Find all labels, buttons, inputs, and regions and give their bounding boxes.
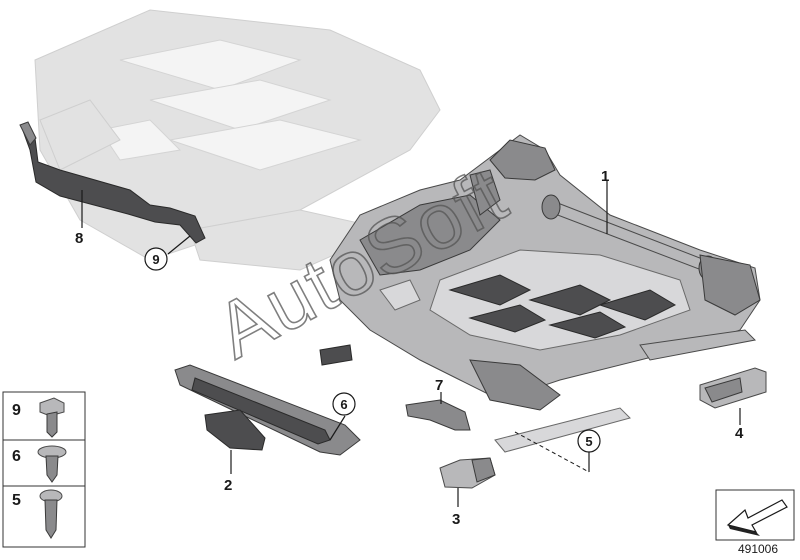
fastener-legend: 9 6 5 — [2, 391, 86, 548]
screw-5-icon — [39, 489, 63, 539]
screw-6-icon — [37, 445, 67, 483]
callout-5-circled: 5 — [577, 429, 601, 453]
callout-3: 3 — [452, 511, 460, 528]
part-7-trim — [405, 399, 471, 431]
legend-label-6: 6 — [12, 448, 21, 465]
legend-label-9: 9 — [12, 402, 21, 419]
seat-frame-assembly — [319, 134, 761, 411]
callout-5: 5 — [585, 434, 592, 449]
callout-9: 9 — [152, 252, 159, 267]
callout-4: 4 — [735, 425, 744, 442]
callout-6: 6 — [340, 397, 347, 412]
callout-2: 2 — [224, 477, 232, 494]
part-3-clip — [439, 457, 496, 489]
reference-code: 491006 — [738, 542, 778, 556]
bolt-9-icon — [39, 397, 65, 438]
direction-arrow-icon — [726, 499, 788, 533]
orientation-arrow-box — [715, 489, 795, 541]
callout-1: 1 — [601, 168, 609, 185]
callout-6-circled: 6 — [332, 392, 356, 416]
legend-label-5: 5 — [12, 492, 21, 509]
part-8-bracket — [19, 121, 206, 244]
leader-lines — [81, 180, 741, 507]
part-2-cover — [174, 364, 361, 456]
part-4-end-cap — [699, 367, 767, 409]
part-5-rail-segment — [494, 407, 631, 453]
callout-8: 8 — [75, 230, 83, 247]
callout-9-circled: 9 — [144, 247, 168, 271]
callout-7: 7 — [435, 377, 443, 394]
